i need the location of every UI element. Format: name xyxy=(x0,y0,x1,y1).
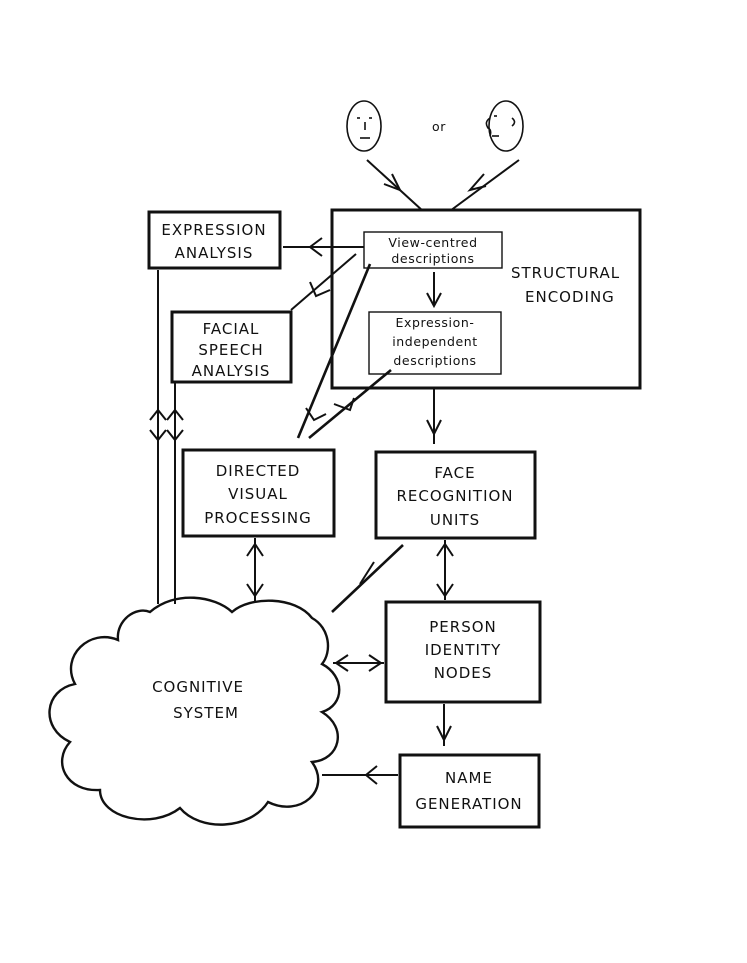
profile-face-icon xyxy=(485,100,524,152)
structural-encoding-label-1: STRUCTURAL xyxy=(511,264,620,282)
encoding-to-fru-arrow xyxy=(426,388,442,444)
pin-to-name-arrow xyxy=(436,704,452,746)
expression-analysis-box: EXPRESSION ANALYSIS xyxy=(147,210,282,270)
directed-visual-label-1: DIRECTED xyxy=(216,462,301,480)
view-centred-label-1: View-centred xyxy=(388,235,477,250)
cognitive-system-label-2: SYSTEM xyxy=(173,704,239,722)
facial-speech-analysis-box: FACIAL SPEECH ANALYSIS xyxy=(170,310,293,384)
facial-speech-label-1: FACIAL xyxy=(203,320,260,338)
directed-visual-processing-box: DIRECTED VISUAL PROCESSING xyxy=(181,448,336,538)
expression-analysis-label-2: ANALYSIS xyxy=(175,244,254,262)
fru-to-cognitive-line xyxy=(331,544,404,613)
pin-label-2: IDENTITY xyxy=(425,641,502,659)
expression-independent-label-2: independent xyxy=(392,334,478,349)
cognitive-system-cloud: COGNITIVE SYSTEM xyxy=(48,596,341,826)
facial-speech-label-2: SPEECH xyxy=(198,341,263,359)
name-generation-box: NAME GENERATION xyxy=(398,753,541,829)
expression-analysis-label-1: EXPRESSION xyxy=(161,221,266,239)
analysis-to-cognitive-lines xyxy=(149,270,184,604)
fru-label-3: UNITS xyxy=(430,511,480,529)
or-connector: or xyxy=(432,119,446,134)
expression-independent-label-3: descriptions xyxy=(393,353,476,368)
structural-encoding-label-2: ENCODING xyxy=(525,288,615,306)
name-to-cognitive-arrow xyxy=(322,765,398,785)
front-face-icon xyxy=(346,100,382,152)
person-identity-nodes-box: PERSON IDENTITY NODES xyxy=(384,600,542,704)
fru-pin-bidirectional-arrow xyxy=(436,540,454,600)
facial-speech-label-3: ANALYSIS xyxy=(192,362,271,380)
fru-label-2: RECOGNITION xyxy=(396,487,513,505)
expression-independent-label-1: Expression- xyxy=(396,315,475,330)
view-to-facial-speech-arrow xyxy=(290,253,357,311)
name-generation-label-1: NAME xyxy=(445,769,493,787)
pin-label-1: PERSON xyxy=(429,618,497,636)
face-recognition-units-box: FACE RECOGNITION UNITS xyxy=(374,450,537,540)
view-to-independent-arrow xyxy=(426,272,442,309)
cognitive-system-label-1: COGNITIVE xyxy=(152,678,244,696)
fru-label-1: FACE xyxy=(434,464,475,482)
cognitive-pin-bidirectional-arrow xyxy=(333,654,384,672)
name-generation-label-2: GENERATION xyxy=(415,795,522,813)
expression-independent-descriptions-box: Expression- independent descriptions xyxy=(368,311,502,375)
descriptions-to-directed-lines xyxy=(296,263,392,440)
directed-cognitive-bidirectional-arrow xyxy=(246,538,264,602)
view-centred-descriptions-box: View-centred descriptions xyxy=(363,231,503,269)
directed-visual-label-3: PROCESSING xyxy=(204,509,312,527)
view-to-expression-arrow xyxy=(283,237,364,257)
directed-visual-label-2: VISUAL xyxy=(228,485,288,503)
view-centred-label-2: descriptions xyxy=(391,251,474,266)
pin-label-3: NODES xyxy=(434,664,493,682)
